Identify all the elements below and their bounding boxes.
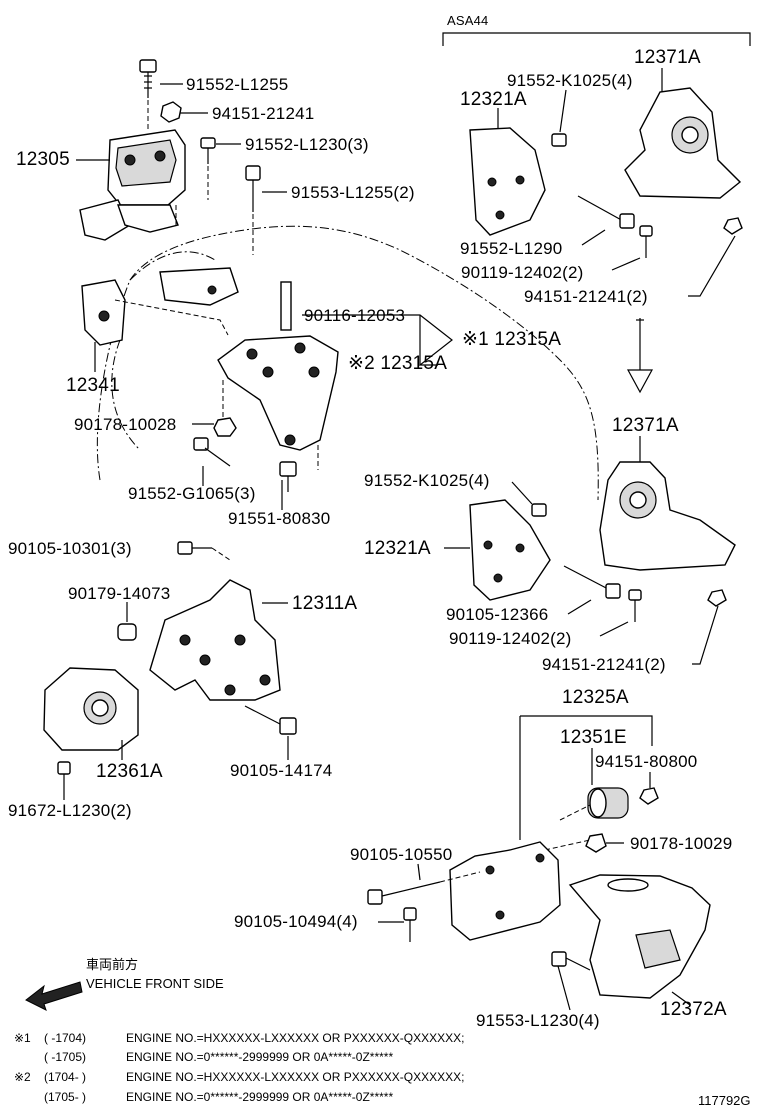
bracket-12315A [217, 281, 339, 451]
part-label-90105-10494-4: 90105-10494(4) [234, 912, 358, 931]
part-label-90178-10029: 90178-10029 [630, 834, 733, 853]
bolt-91552-L1255 [139, 59, 157, 98]
nut-94151-21241-top [723, 217, 743, 235]
part-label-91553-L1255-2: 91553-L1255(2) [291, 183, 415, 202]
bolt-90105-10301 [177, 541, 212, 555]
engine-mount-12305 [79, 129, 186, 241]
part-label-90119-12402-2-mid: 90119-12402(2) [449, 629, 572, 648]
bolt-90105-10494 [403, 907, 417, 942]
part-label-12311A: 12311A [292, 593, 358, 614]
bolt-90119-12402-mid [628, 589, 642, 622]
bolt-91553-L1230 [551, 951, 591, 971]
engine-outline [96, 225, 599, 501]
part-label-90179-14073: 90179-14073 [68, 584, 171, 603]
nut-94151-80800 [639, 787, 659, 805]
bolt-91553-L1255 [245, 165, 261, 212]
diagram-id: 117792G [698, 1093, 751, 1108]
part-label-91552-L1255: 91552-L1255 [186, 75, 289, 94]
bolt-91551-80830 [279, 461, 297, 492]
bracket-12325A [449, 841, 561, 941]
part-label-91552-L1290: 91552-L1290 [460, 239, 563, 258]
part-label-12361A: 12361A [96, 761, 163, 782]
note-3-text: ENGINE NO.=HXXXXXX-LXXXXXX OR PXXXXXX-QX… [126, 1070, 465, 1084]
vehicle-front-en: VEHICLE FRONT SIDE [86, 976, 224, 991]
part-label-94151-21241: 94151-21241 [212, 104, 315, 123]
part-label-90116-12053: 90116-12053 [304, 306, 406, 325]
bracket-12321A-top [469, 127, 546, 236]
bolt-91552-L1230 [200, 137, 216, 164]
variant-label: ASA44 [447, 13, 489, 28]
bolt-90105-10550 [367, 881, 441, 905]
note-3-range: (1704- ) [44, 1070, 87, 1084]
bolt-90105-14174 [244, 705, 297, 735]
part-label-91672-L1230-2: 91672-L1230(2) [8, 801, 132, 820]
part-label-91551-80830: 91551-80830 [228, 509, 331, 528]
part-label-90178-10028: 90178-10028 [74, 415, 177, 434]
bolt-91672-L1230 [57, 761, 71, 790]
part-label-12371A-mid: 12371A [612, 415, 679, 436]
part-label-91553-L1230-4: 91553-L1230(4) [476, 1011, 600, 1030]
mount-12371A-mid [599, 461, 736, 571]
note-3-mark: ※2 [14, 1070, 31, 1084]
part-label-12321A-top: 12321A [460, 89, 527, 110]
bracket-12311A [149, 579, 281, 701]
bracket-12341 [81, 267, 239, 346]
part-label-12371A-top: 12371A [634, 47, 701, 68]
part-label-94151-21241-2-mid: 94151-21241(2) [542, 655, 666, 674]
part-label-94151-21241-2-top: 94151-21241(2) [524, 287, 648, 306]
vehicle-front-jp: 車両前方 [86, 957, 139, 972]
mount-12372A [568, 874, 711, 999]
mount-12371A-top [624, 87, 742, 199]
bolt-91552-K1025-mid [531, 503, 547, 517]
bolt-90179-14073 [117, 623, 137, 641]
part-label-12315A-1: ※1 12315A [462, 329, 562, 350]
nut-90178-10028 [213, 417, 237, 437]
part-label-91552-K1025-4-top: 91552-K1025(4) [507, 71, 633, 90]
bracket-12321A-mid [469, 499, 551, 601]
note-1-text: ENGINE NO.=HXXXXXX-LXXXXXX OR PXXXXXX-QX… [126, 1031, 465, 1045]
note-2-text: ENGINE NO.=0******-2999999 OR 0A*****-0Z… [126, 1050, 394, 1064]
bolt-91552-L1290 [577, 195, 635, 229]
note-1-range: ( -1704) [44, 1031, 87, 1045]
note-2-range: ( -1705) [44, 1050, 87, 1064]
part-label-91552-L1230-3: 91552-L1230(3) [245, 135, 369, 154]
bolt-90105-12366 [563, 565, 621, 599]
part-label-91552-G1065-3: 91552-G1065(3) [128, 484, 256, 503]
part-label-12372A: 12372A [660, 999, 727, 1020]
note-1-mark: ※1 [14, 1031, 31, 1045]
nut-90178-10029 [585, 833, 607, 853]
part-label-12305: 12305 [16, 149, 70, 170]
note-4-range: (1705- ) [44, 1090, 87, 1104]
part-label-12351E: 12351E [560, 727, 627, 748]
bolt-90119-12402-top [639, 225, 653, 258]
part-label-94151-80800: 94151-80800 [595, 752, 698, 771]
nut-94151-21241 [160, 101, 182, 123]
note-4-text: ENGINE NO.=0******-2999999 OR 0A*****-0Z… [126, 1090, 394, 1104]
asa44-group-bracket [442, 32, 751, 46]
bushing-12351E [587, 787, 629, 819]
part-label-12325A: 12325A [562, 687, 629, 708]
engine-mount-12361A [43, 667, 139, 751]
part-label-90119-12402-2-top: 90119-12402(2) [461, 263, 584, 282]
part-label-90105-12366: 90105-12366 [446, 605, 549, 624]
part-label-12321A-mid: 12321A [364, 538, 431, 559]
part-label-90105-10550: 90105-10550 [350, 845, 453, 864]
part-label-12341: 12341 [66, 375, 120, 396]
part-label-12315A-2: ※2 12315A [348, 353, 448, 374]
nut-94151-21241-mid [707, 589, 727, 607]
part-label-91552-K1025-4-mid: 91552-K1025(4) [364, 471, 490, 490]
vehicle-front-arrow [25, 981, 83, 1011]
part-label-90105-10301-3: 90105-10301(3) [8, 539, 132, 558]
bolt-91552-G1065 [193, 437, 231, 467]
bolt-91552-K1025-top [551, 133, 567, 147]
part-label-90105-14174: 90105-14174 [230, 761, 333, 780]
